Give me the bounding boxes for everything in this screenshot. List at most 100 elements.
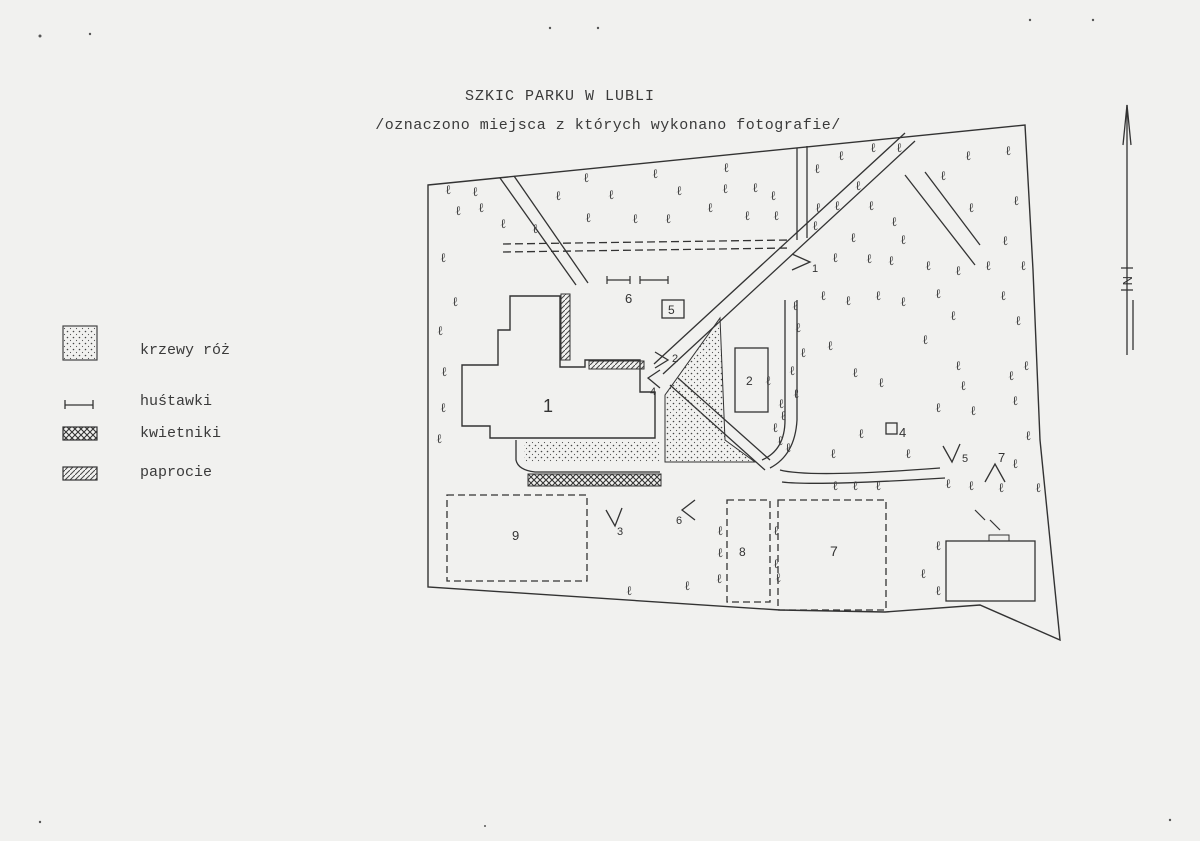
tree-symbol: ℓ [950,309,956,324]
tree-symbol: ℓ [1005,144,1011,159]
tree-symbol: ℓ [970,404,976,419]
tree-symbol: ℓ [455,204,461,219]
area-5-box [661,299,685,319]
tree-symbol: ℓ [441,365,447,380]
tree-symbol: ℓ [744,209,750,224]
diagonal-hatch-icon [62,466,98,481]
tree-symbol: ℓ [955,359,961,374]
tree-symbol: ℓ [830,447,836,462]
tree-symbol: ℓ [440,251,446,266]
tree-symbol: ℓ [792,299,798,314]
tree-symbol: ℓ [773,557,779,572]
area-9-label: 9 [512,528,519,543]
park-paths [499,132,981,484]
tree-symbol: ℓ [1023,359,1029,374]
tree-symbol: ℓ [773,209,779,224]
tree-symbol: ℓ [878,376,884,391]
field-9 [446,494,588,582]
building-1-label: 1 [543,396,553,416]
tree-symbol: ℓ [920,567,926,582]
outbuilding [945,540,1036,602]
tree-symbol: ℓ [888,254,894,269]
tree-symbol: ℓ [722,182,728,197]
tree-symbol: ℓ [832,479,838,494]
map-subtitle: /oznaczono miejsca z których wykonano fo… [375,117,841,134]
tree-symbol: ℓ [866,252,872,267]
rose-bed-2 [664,316,757,463]
tree-symbol: ℓ [626,584,632,599]
tree-symbol: ℓ [800,346,806,361]
tree-symbol: ℓ [968,479,974,494]
tree-symbol: ℓ [775,571,781,586]
flowerbed-strip [527,473,662,487]
tree-symbol: ℓ [891,215,897,230]
tree-symbol: ℓ [852,366,858,381]
park-boundary [427,124,1061,642]
tree-symbol: ℓ [717,524,723,539]
tree-symbol: ℓ [812,219,818,234]
legend-label-flowerbeds: kwietniki [140,425,222,442]
tree-symbol: ℓ [555,189,561,204]
tree-symbol: ℓ [935,584,941,599]
tree-symbol: ℓ [1025,429,1031,444]
tree-symbol: ℓ [652,167,658,182]
tree-symbol: ℓ [1013,194,1019,209]
tree-symbol: ℓ [1000,289,1006,304]
area-5-label: 5 [668,303,675,317]
tree-symbol: ℓ [1035,481,1041,496]
tree-symbol: ℓ [583,171,589,186]
legend-label-swings: huśtawki [140,393,213,410]
fern-strip-2 [588,360,645,370]
tree-symbol: ℓ [905,447,911,462]
north-label: N [1120,276,1135,285]
swing-marks [606,276,669,284]
tree-symbol: ℓ [789,364,795,379]
tree-symbol: ℓ [875,289,881,304]
tree-symbol: ℓ [1015,314,1021,329]
dotted-square-icon [62,325,98,361]
area-4-label: 4 [899,425,906,440]
tree-symbol: ℓ [960,379,966,394]
svg-text:5: 5 [962,453,968,465]
svg-text:1: 1 [812,263,818,275]
tree-symbol: ℓ [850,231,856,246]
crosshatch-icon [62,426,98,441]
tree-symbol: ℓ [922,333,928,348]
tree-symbol: ℓ [707,201,713,216]
tree-symbol: ℓ [827,339,833,354]
tree-symbol: ℓ [1012,394,1018,409]
area-2-label: 2 [746,374,753,388]
scan-specks [38,18,1172,827]
tree-symbol: ℓ [478,201,484,216]
tree-symbol: ℓ [770,189,776,204]
tree-symbol: ℓ [815,201,821,216]
area-4-box [885,422,898,435]
entry-dashes [974,509,1001,531]
field-8 [726,499,771,603]
tree-symbol: ℓ [437,324,443,339]
tree-symbol: ℓ [684,579,690,594]
tree-symbol: ℓ [814,162,820,177]
fern-strip-1 [560,293,571,361]
north-arrow [1121,104,1134,355]
tree-symbol: ℓ [900,295,906,310]
tree-symbol: ℓ [717,546,723,561]
tree-symbol: ℓ [896,141,902,156]
area-7-label: 7 [830,543,838,559]
tree-symbol: ℓ [723,161,729,176]
tree-symbol: ℓ [500,217,506,232]
tree-symbol: ℓ [925,259,931,274]
svg-text:6: 6 [676,515,682,527]
field-7 [777,499,887,611]
tree-symbol: ℓ [945,477,951,492]
tree-symbol: ℓ [820,289,826,304]
tree-symbol: ℓ [793,387,799,402]
photo-point-numbers: 1 2 3 4 5 6 7 [617,263,1005,538]
swing-icon [64,400,94,409]
svg-text:2: 2 [672,353,678,365]
legend-label-roses: krzewy róż [140,342,231,359]
tree-symbol: ℓ [935,287,941,302]
tree-symbol: ℓ [965,149,971,164]
area-2-box [734,347,769,413]
